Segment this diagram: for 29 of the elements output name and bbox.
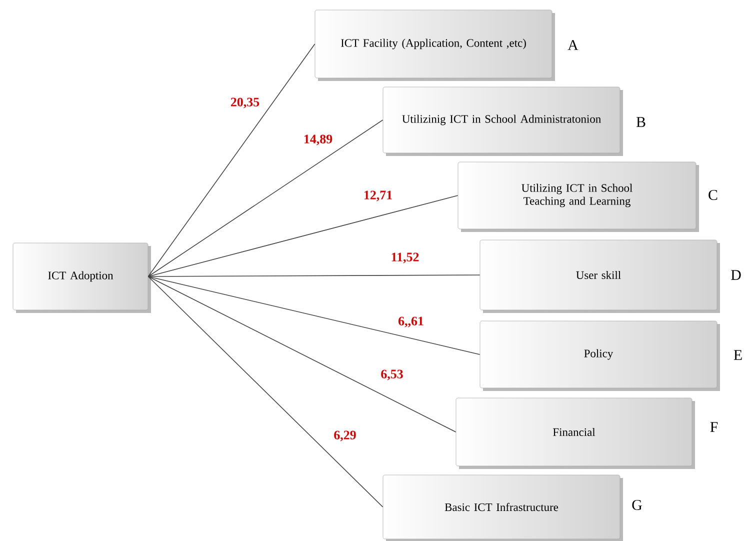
side-letter: A (568, 40, 578, 50)
connector-line (148, 120, 384, 277)
side-letter: C (708, 190, 718, 200)
process-box: User skill (480, 240, 720, 313)
side-letter: D (731, 270, 741, 280)
process-box: Utilizinig ICT in School Administratonion (382, 86, 623, 156)
side-letter: B (636, 117, 646, 127)
edge-label: 12,71 (364, 190, 392, 202)
connector-line (148, 276, 480, 355)
edge-label: 6,,61 (398, 316, 424, 328)
edge-label: 20,35 (230, 98, 260, 108)
connector-line (148, 274, 480, 277)
process-box: Basic ICT Infrastructure (382, 474, 623, 541)
side-letter: E (734, 350, 742, 360)
side-letter: F (710, 422, 718, 432)
connector-line (148, 44, 316, 277)
edge-label: 11,52 (392, 252, 419, 264)
process-box: ICT Adoption (12, 242, 151, 313)
connector-line (148, 276, 456, 432)
process-box: Financial (456, 398, 695, 469)
process-box: ICT Facility (Application, Content ,etc) (314, 10, 555, 81)
side-letter: G (632, 500, 642, 510)
process-box: Utilizing ICT in School Teaching and Learning (458, 162, 699, 232)
connector-line (148, 195, 458, 277)
edge-label: 14,89 (304, 134, 332, 146)
edge-label: 6,53 (381, 370, 403, 380)
edge-label: 6,29 (334, 430, 356, 442)
connector-line (148, 276, 384, 508)
process-box: Policy (480, 320, 720, 391)
